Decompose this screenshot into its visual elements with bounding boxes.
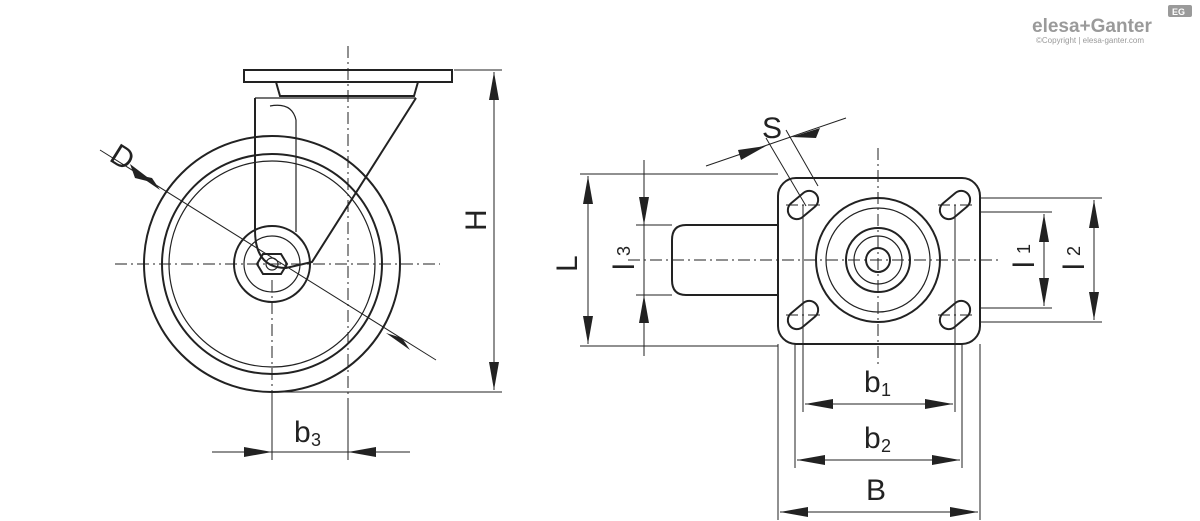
wheel-tread-circle: [161, 153, 383, 375]
dim-label-b1: b: [864, 366, 881, 399]
top-view: L l 3 l 1 l 2 S: [551, 112, 1102, 520]
dim-label-s: S: [762, 112, 782, 145]
b3-arrow-right-icon: [348, 447, 376, 457]
slot-icon: [938, 189, 972, 221]
d-arrow-top-icon: [138, 175, 160, 190]
s-extension-left: [765, 137, 807, 207]
dim-label-b3: b: [294, 416, 311, 449]
mounting-slot-bottom-left: [786, 299, 820, 331]
fork-projection: [671, 224, 778, 296]
dim-label-b3-sub: 3: [311, 430, 321, 450]
kingpin-circle: [865, 247, 891, 273]
mounting-plate: [777, 177, 981, 345]
dim-label-l1: l: [1008, 261, 1041, 268]
s-extension-right: [785, 129, 819, 187]
bb-arrow-left-icon: [780, 507, 808, 517]
s-dimension-line: [705, 117, 847, 167]
bearing-outer-circle: [815, 197, 941, 323]
h-arrow-bottom-icon: [489, 362, 499, 390]
b1-arrow-left-icon: [805, 399, 833, 409]
slot-icon: [786, 299, 820, 331]
dim-label-l: L: [551, 255, 584, 272]
l-arrow-top-icon: [583, 176, 593, 204]
wheel-rim-circle: [168, 160, 376, 368]
b2-arrow-left-icon: [797, 455, 825, 465]
h-arrow-top-icon: [489, 72, 499, 100]
slot-icon: [786, 189, 820, 221]
b1-arrow-right-icon: [925, 399, 953, 409]
mounting-slot-top-right: [938, 189, 972, 221]
brand-badge-icon: [1168, 5, 1192, 17]
d-arrow-bottom-icon: [386, 333, 410, 350]
dim-label-l3-sub: 3: [614, 246, 634, 256]
dim-label-bb: B: [866, 474, 886, 507]
b3-arrow-left-icon: [244, 447, 272, 457]
l-arrow-bottom-icon: [583, 316, 593, 344]
dim-label-l2: l: [1058, 263, 1091, 270]
top-plate: [243, 69, 453, 83]
fork-arm-detail: [269, 104, 297, 232]
b2-arrow-right-icon: [932, 455, 960, 465]
dim-label-h: H: [460, 209, 493, 231]
swivel-bearing: [275, 81, 419, 97]
dim-label-l1-sub: 1: [1014, 244, 1034, 254]
brand-badge: EG: [1172, 7, 1185, 17]
brand-copyright: ©Copyright | elesa-ganter.com: [1036, 36, 1144, 45]
dim-label-b2: b: [864, 422, 881, 455]
bearing-race-circle: [845, 227, 911, 293]
l3-arrow-top-icon: [639, 197, 649, 225]
brand-logo: elesa+Ganter ©Copyright | elesa-ganter.c…: [1032, 5, 1192, 45]
s-arrow-left-icon: [738, 146, 766, 160]
side-view: H D b 3: [99, 46, 502, 460]
slot-icon: [938, 299, 972, 331]
axle-nut-icon: [255, 253, 289, 275]
dim-label-b1-sub: 1: [881, 380, 891, 400]
l2-arrow-top-icon: [1089, 200, 1099, 228]
dim-label-b2-sub: 2: [881, 436, 891, 456]
bearing-ring-circle: [825, 207, 931, 313]
l2-arrow-bottom-icon: [1089, 292, 1099, 320]
l1-arrow-bottom-icon: [1039, 278, 1049, 306]
dim-label-l2-sub: 2: [1064, 246, 1084, 256]
dim-label-l3: l: [608, 263, 641, 270]
mounting-slot-bottom-right: [938, 299, 972, 331]
s-arrow-right-icon: [792, 128, 820, 138]
bearing-inner-circle: [853, 235, 903, 285]
bb-arrow-right-icon: [950, 507, 978, 517]
l1-arrow-top-icon: [1039, 214, 1049, 242]
l3-arrow-bottom-icon: [639, 295, 649, 323]
fork-arm: [254, 97, 417, 270]
wheel-hub-circle: [233, 225, 311, 303]
brand-name: elesa+Ganter: [1032, 16, 1152, 37]
mounting-slot-top-left: [786, 189, 820, 221]
